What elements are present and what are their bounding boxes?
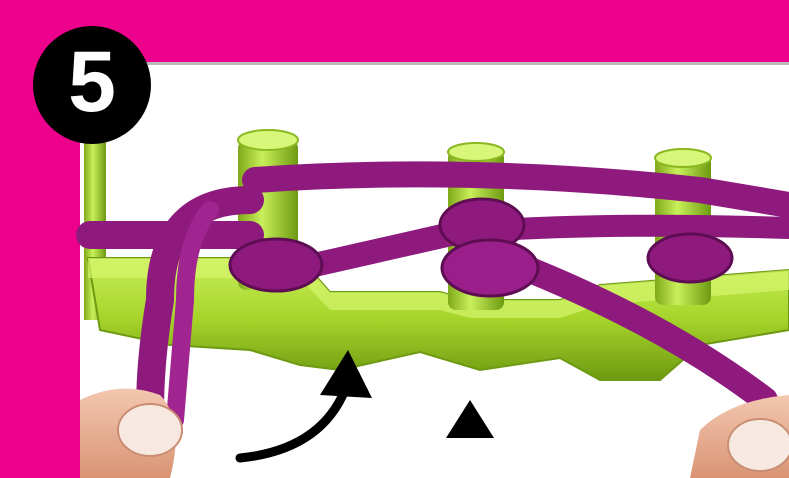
band-loop-1 — [230, 239, 322, 291]
band-loop-3 — [442, 240, 538, 296]
up-triangle-icon — [446, 400, 494, 438]
step-number: 5 — [68, 39, 116, 125]
step-number-badge: 5 — [33, 26, 151, 144]
left-fingers — [80, 389, 182, 478]
right-fingers — [690, 395, 789, 478]
band-loop-4 — [648, 234, 732, 282]
